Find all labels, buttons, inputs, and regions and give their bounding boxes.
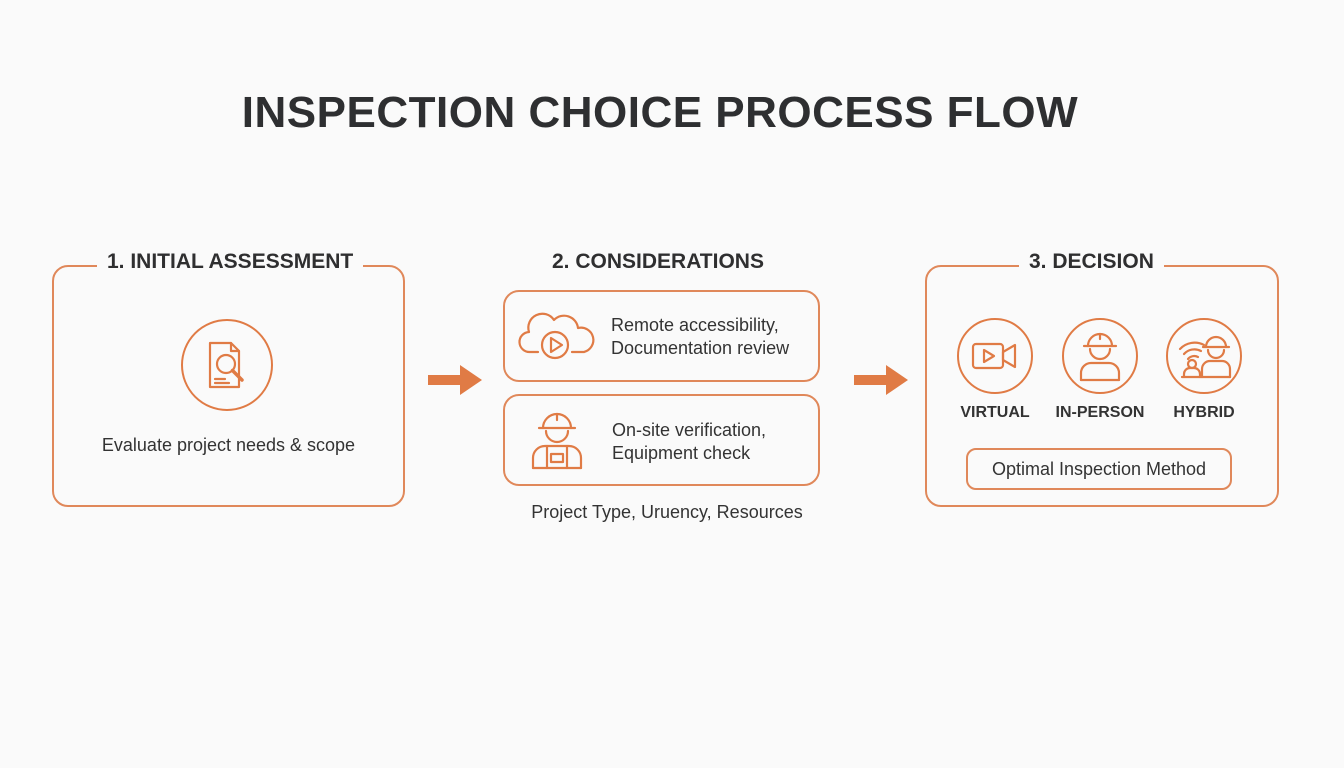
video-camera-icon: [957, 318, 1033, 394]
flow-arrow-1: [426, 362, 484, 398]
option-virtual-label: VIRTUAL: [960, 404, 1030, 421]
option-in-person-label: IN-PERSON: [1055, 404, 1145, 421]
remote-line-2: Documentation review: [611, 338, 790, 358]
consideration-card-remote: [503, 290, 820, 382]
worker-icon: [527, 406, 587, 479]
onsite-line-2: Equipment check: [612, 443, 751, 463]
document-search-icon: [181, 319, 273, 411]
remote-line-1: Remote accessibility,: [611, 315, 779, 335]
consideration-card-onsite: [503, 394, 820, 486]
in-person-worker-icon: [1062, 318, 1138, 394]
hybrid-icon: [1166, 318, 1242, 394]
decision-heading: 3. DECISION: [1019, 250, 1164, 274]
page-title: INSPECTION CHOICE PROCESS FLOW: [241, 88, 1079, 137]
result-box: [966, 448, 1232, 490]
initial-assessment-heading: 1. INITIAL ASSESSMENT: [97, 250, 364, 274]
onsite-line-1: On-site verification,: [612, 420, 767, 440]
flow-arrow-2: [852, 362, 910, 398]
result-label: Optimal Inspection Method: [991, 459, 1207, 479]
option-hybrid-label: HYBRID: [1173, 404, 1235, 421]
cloud-video-icon: [518, 306, 596, 373]
considerations-heading: 2. CONSIDERATIONS: [542, 250, 774, 274]
considerations-footer: Project Type, Uruency, Resources: [531, 502, 803, 522]
initial-assessment-description: Evaluate project needs & scope: [101, 435, 356, 455]
